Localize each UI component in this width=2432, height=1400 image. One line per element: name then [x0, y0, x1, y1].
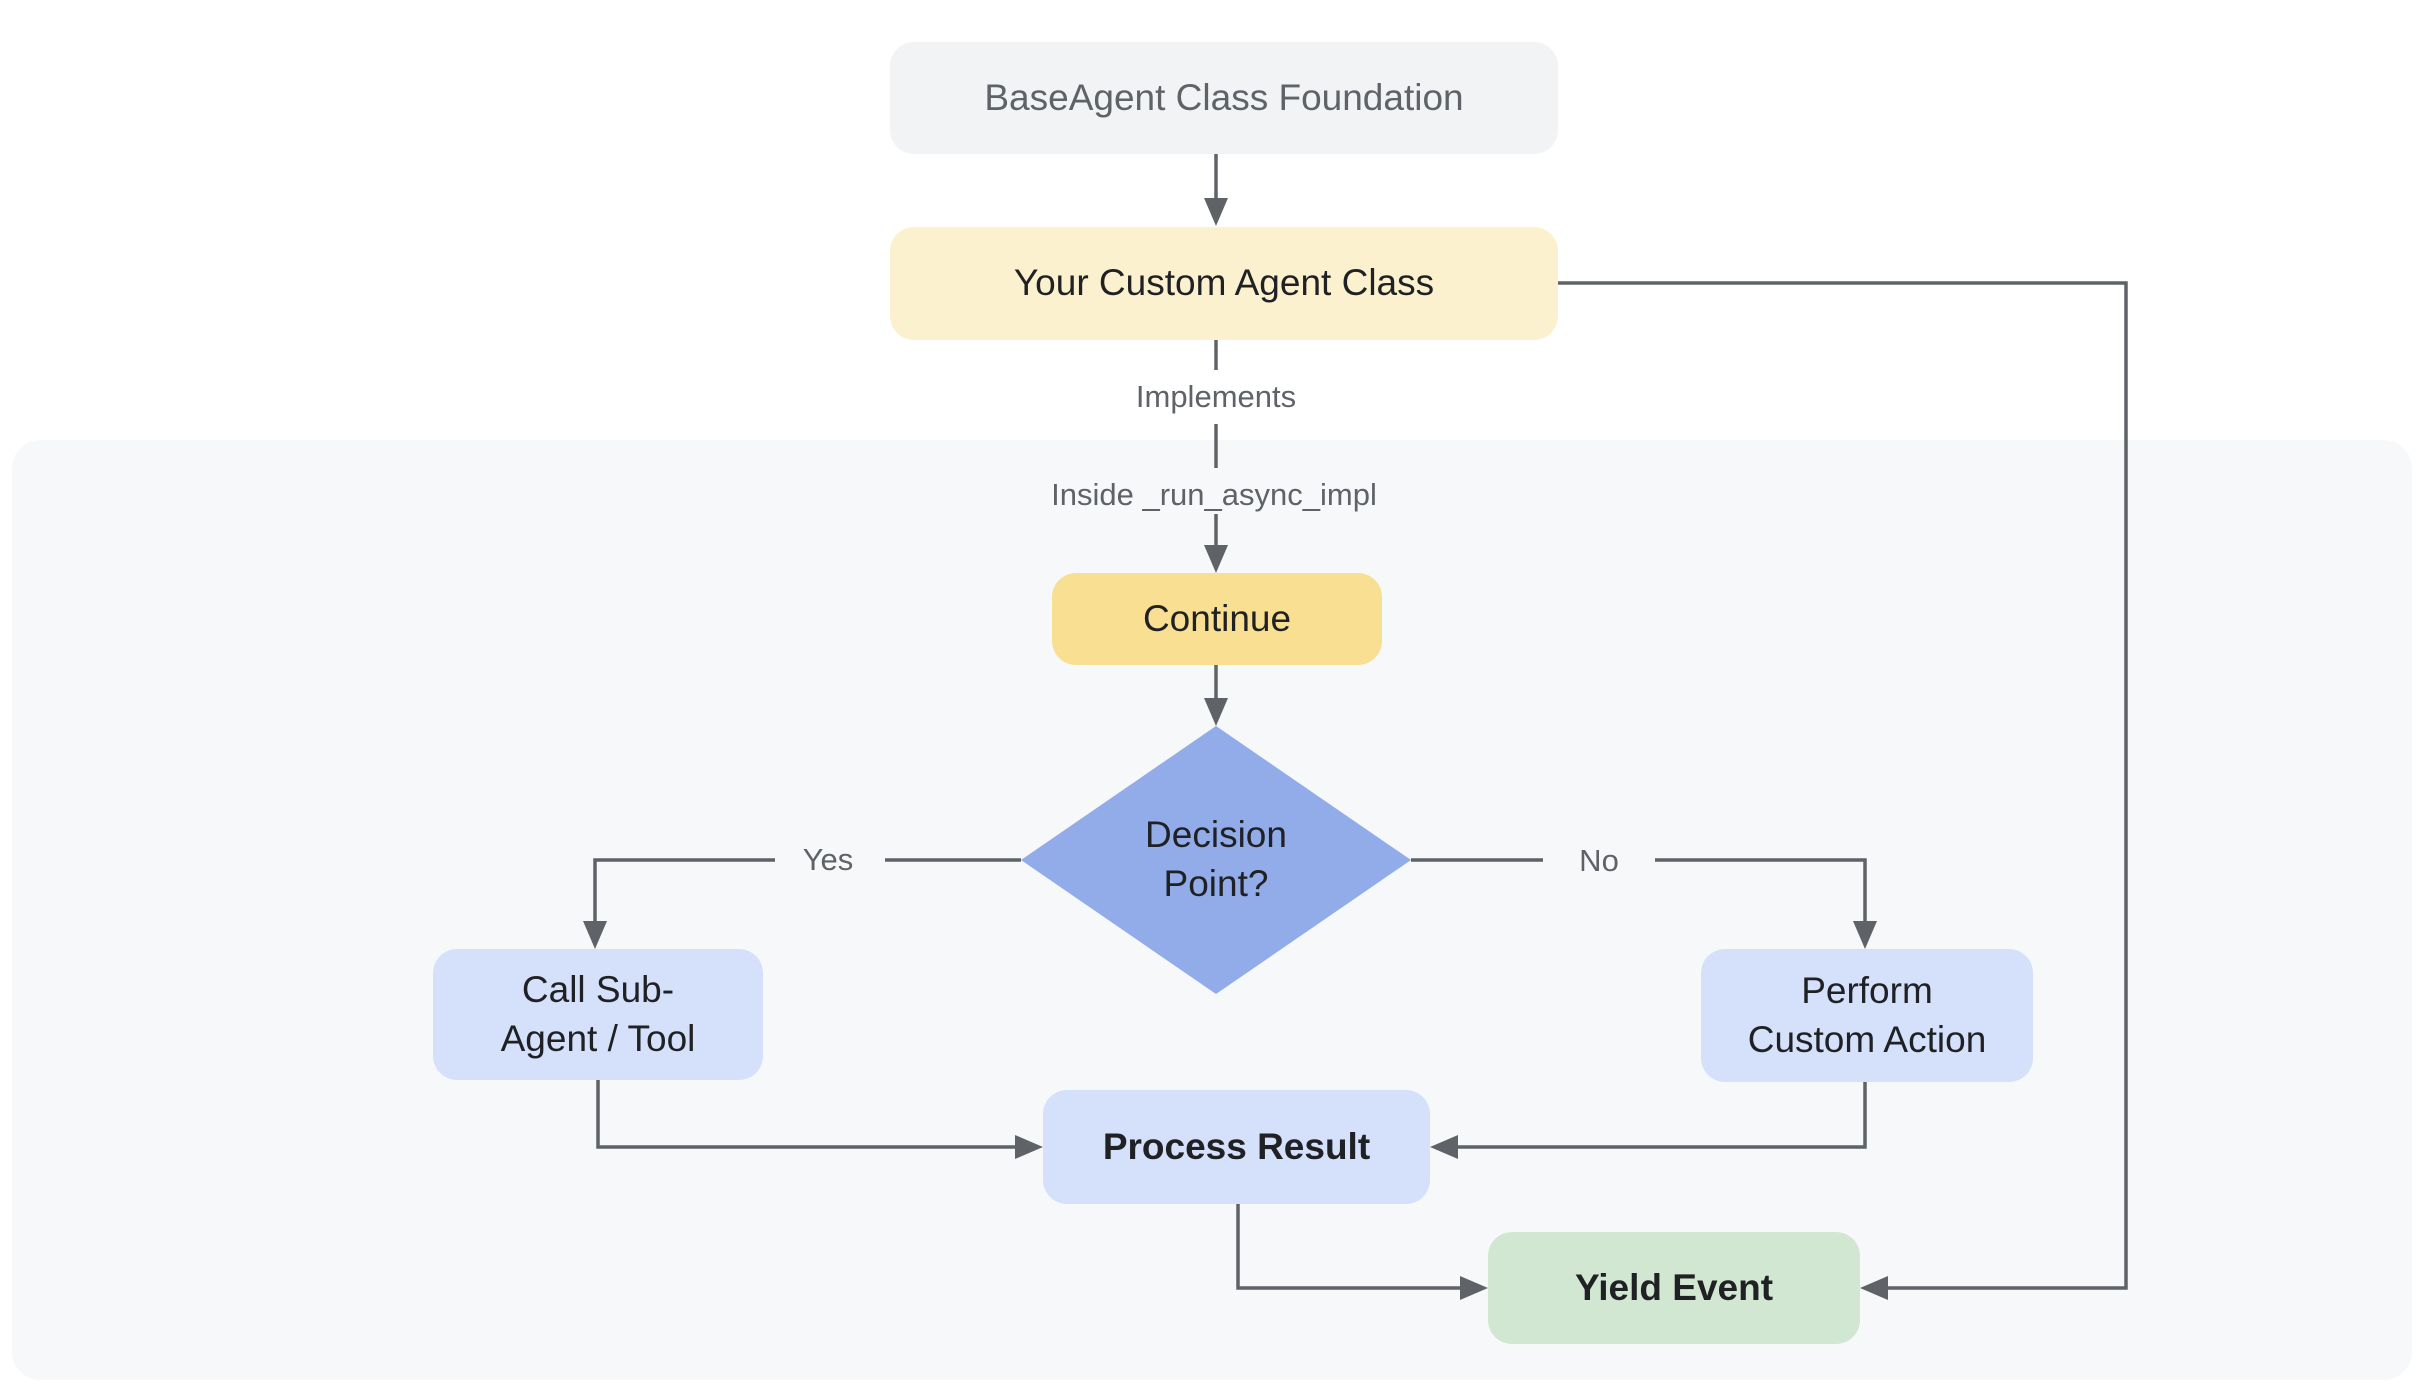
edge-custom-to-yield: [1558, 281, 2128, 1300]
node-label-line: Point?: [1163, 863, 1269, 904]
edge-custom-to-continue: [1204, 340, 1228, 573]
node-label-line: Custom Action: [1747, 1018, 1987, 1060]
node-label: Continue: [1142, 597, 1292, 639]
node-label: Yield Event: [1574, 1266, 1774, 1308]
edge-call-to-process: [596, 1080, 1043, 1159]
node-label-line: Agent / Tool: [500, 1017, 696, 1059]
edge-decision-no: [1411, 858, 1877, 949]
edge-perform-to-process: [1430, 1082, 1867, 1159]
node-label: Process Result: [1102, 1125, 1371, 1167]
edge-continue-to-decision: [1204, 665, 1228, 726]
edge-label-implements: Implements: [1135, 379, 1297, 414]
node-custom-agent-class: Your Custom Agent Class: [890, 227, 1558, 340]
node-label: Your Custom Agent Class: [1013, 262, 1435, 304]
edge-label-yes: Yes: [802, 842, 854, 877]
node-yield-event: Yield Event: [1488, 1232, 1860, 1344]
edge-base-to-custom: [1204, 154, 1228, 226]
node-label: BaseAgent Class Foundation: [984, 76, 1464, 118]
edge-process-to-yield: [1236, 1204, 1488, 1300]
node-continue: Continue: [1052, 573, 1382, 665]
edge-label-inside-run-async-impl: Inside _run_async_impl: [1051, 477, 1377, 512]
edge-decision-yes: [583, 858, 1021, 949]
node-label-line: Call Sub-: [521, 968, 675, 1010]
edge-label-no: No: [1579, 843, 1619, 878]
node-perform-custom-action: Perform Custom Action: [1701, 949, 2033, 1082]
node-label-line: Decision: [1145, 814, 1287, 856]
node-process-result: Process Result: [1043, 1090, 1430, 1204]
node-label-line: Perform: [1801, 969, 1933, 1011]
node-baseagent-foundation: BaseAgent Class Foundation: [890, 42, 1558, 154]
node-call-sub-agent-tool: Call Sub- Agent / Tool: [433, 949, 763, 1080]
